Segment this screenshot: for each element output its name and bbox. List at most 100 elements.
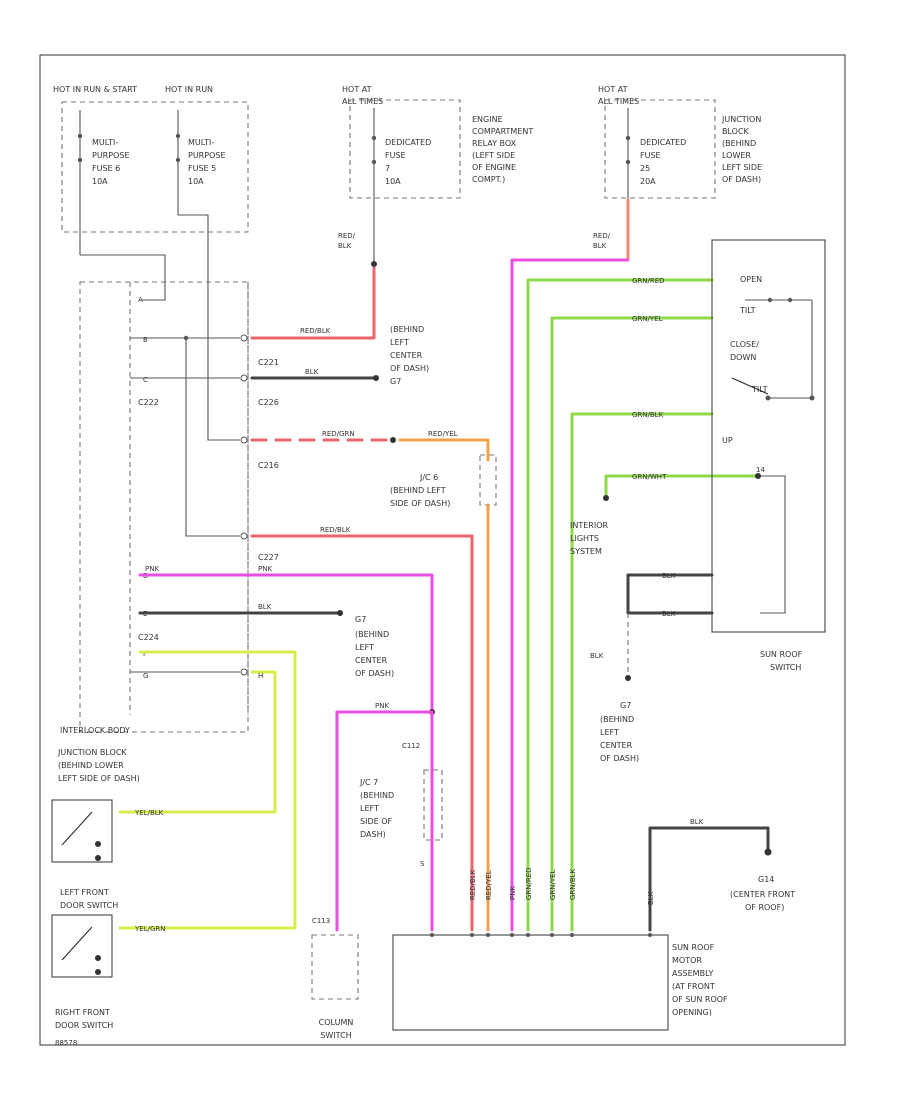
conn-c222: C222 bbox=[138, 398, 159, 407]
conn-c112-label: C112 bbox=[402, 742, 420, 750]
conn-h: H bbox=[258, 672, 263, 680]
wire-yel-blk bbox=[118, 670, 277, 814]
wire-pnk-2-label: PNK bbox=[375, 702, 389, 710]
wire-pnk-1 bbox=[138, 573, 434, 714]
right-door-1: RIGHT FRONT bbox=[55, 1008, 110, 1017]
jc6-splice bbox=[479, 454, 497, 506]
conn-f: F bbox=[143, 650, 147, 658]
conn-g: G bbox=[143, 672, 148, 680]
wire-blk-3-label: BLK bbox=[662, 572, 676, 580]
wire-red-blk-4 bbox=[250, 534, 474, 932]
motor-4: (AT FRONT bbox=[672, 982, 715, 991]
wire-blk-5-label: BLK bbox=[590, 652, 604, 660]
engine-relay-box-4: (LEFT SIDE bbox=[472, 151, 515, 160]
wire-yel-grn bbox=[118, 650, 297, 930]
interior-1: INTERIOR bbox=[570, 521, 609, 530]
vertical-wire-labels: RED/BLK RED/YEL PNK GRN/RED GRN/YEL GRN/… bbox=[469, 867, 577, 900]
wire-grn-blk-label: GRN/BLK bbox=[632, 411, 664, 419]
motor-3: ASSEMBLY bbox=[672, 969, 713, 978]
wire-red-blk-2a: RED/ bbox=[593, 232, 611, 240]
wire-grn-yel bbox=[550, 316, 714, 932]
blc3-1: (BEHIND bbox=[600, 715, 634, 724]
wire-red-blk-4-label: RED/BLK bbox=[320, 526, 351, 534]
wire-red-blk-1b: BLK bbox=[338, 242, 352, 250]
wire-red-grn-label: RED/GRN bbox=[322, 430, 355, 438]
blc3-3: CENTER bbox=[600, 741, 633, 750]
g14-desc-1: (CENTER FRONT bbox=[730, 890, 795, 899]
fuse5-line3: FUSE 5 bbox=[188, 164, 216, 173]
motor-5: OF SUN ROOF bbox=[672, 995, 728, 1004]
jc6-1: J/C 6 bbox=[419, 473, 438, 482]
conn-c227: C227 bbox=[258, 553, 279, 562]
fuse7-line1: DEDICATED bbox=[385, 138, 431, 147]
vlabel-5: GRN/BLK bbox=[569, 868, 577, 900]
sunroof-switch-box bbox=[711, 239, 826, 633]
motor-1: SUN ROOF bbox=[672, 943, 715, 952]
jb-left-2: (BEHIND LOWER bbox=[58, 761, 124, 770]
fuse6-line4: 10A bbox=[92, 177, 108, 186]
wire-red-blk-1a: RED/ bbox=[338, 232, 356, 240]
jb-left-3: LEFT SIDE OF DASH) bbox=[58, 774, 140, 783]
wire-pnk-1-label-b: PNK bbox=[258, 565, 272, 573]
engine-relay-box-3: RELAY BOX bbox=[472, 139, 517, 148]
blc3-4: OF DASH) bbox=[600, 754, 639, 763]
fuse25-line2: FUSE bbox=[640, 151, 661, 160]
junction-block-left-box bbox=[79, 281, 249, 733]
blc2-2: LEFT bbox=[355, 643, 374, 652]
engine-relay-box-6: COMPT.) bbox=[472, 175, 505, 184]
wire-grn-wht bbox=[604, 474, 757, 497]
sunroof-motor-box bbox=[392, 934, 669, 1031]
vlabel-2: PNK bbox=[509, 886, 517, 900]
vlabel-0: RED/BLK bbox=[469, 869, 477, 900]
switch-up: UP bbox=[722, 436, 733, 445]
g14-desc-2: OF ROOF) bbox=[745, 903, 784, 912]
jc7-5: DASH) bbox=[360, 830, 386, 839]
switch-hinge: 14 bbox=[756, 466, 765, 474]
diagram-frame bbox=[39, 54, 846, 1046]
column-switch-2: SWITCH bbox=[320, 1031, 351, 1040]
interior-2: LIGHTS bbox=[570, 534, 599, 543]
left-front-door-switch bbox=[51, 799, 113, 863]
left-door-1: LEFT FRONT bbox=[60, 888, 109, 897]
jc6-2: (BEHIND LEFT bbox=[390, 486, 446, 495]
jc7-1: J/C 7 bbox=[359, 778, 378, 787]
multipurpose-fuse-box bbox=[61, 101, 249, 233]
blc2-1: (BEHIND bbox=[355, 630, 389, 639]
switch-tilt: TILT bbox=[739, 306, 756, 315]
conn-c: C bbox=[143, 376, 148, 384]
wire-blk-4-label: BLK bbox=[662, 610, 676, 618]
wire-blk-7-label: BLK bbox=[647, 891, 655, 905]
hot-all-times-2b: ALL TIMES bbox=[598, 97, 639, 106]
fuse25-box bbox=[604, 99, 716, 199]
fuse6-line1: MULTI- bbox=[92, 138, 118, 147]
engine-relay-box-1: ENGINE bbox=[472, 115, 503, 124]
g7-2: G7 bbox=[355, 615, 366, 624]
footer-code: 88578 bbox=[55, 1039, 77, 1047]
hot-all-times-1a: HOT AT bbox=[342, 85, 372, 94]
wire-red-yel bbox=[398, 438, 490, 462]
wire-blk-3 bbox=[626, 573, 714, 615]
hot-run-start-label: HOT IN RUN & START bbox=[53, 85, 137, 94]
wire-red-yel-label: RED/YEL bbox=[428, 430, 458, 438]
interior-3: SYSTEM bbox=[570, 547, 602, 556]
blc2-3: CENTER bbox=[355, 656, 388, 665]
fuse6-line2: PURPOSE bbox=[92, 151, 130, 160]
conn-c216: C216 bbox=[258, 461, 279, 470]
sunroof-switch-2: SWITCH bbox=[770, 663, 801, 672]
conn-c224: C224 bbox=[138, 633, 159, 642]
jc7-3: LEFT bbox=[360, 804, 379, 813]
motor-2: MOTOR bbox=[672, 956, 702, 965]
wire-grn-wht-label: GRN/WHT bbox=[632, 473, 667, 481]
conn-b: B bbox=[143, 336, 148, 344]
blc1-3: CENTER bbox=[390, 351, 423, 360]
jb-left-1: JUNCTION BLOCK bbox=[57, 748, 127, 757]
hot-run-label: HOT IN RUN bbox=[165, 85, 213, 94]
wire-grn-red-label: GRN/RED bbox=[632, 277, 665, 285]
blc1-2: LEFT bbox=[390, 338, 409, 347]
jb-lower-5: LEFT SIDE bbox=[722, 163, 762, 172]
fuse5-line1: MULTI- bbox=[188, 138, 214, 147]
blc2-4: OF DASH) bbox=[355, 669, 394, 678]
jb-lower-3: (BEHIND bbox=[722, 139, 756, 148]
jc7-4: SIDE OF bbox=[360, 817, 392, 826]
